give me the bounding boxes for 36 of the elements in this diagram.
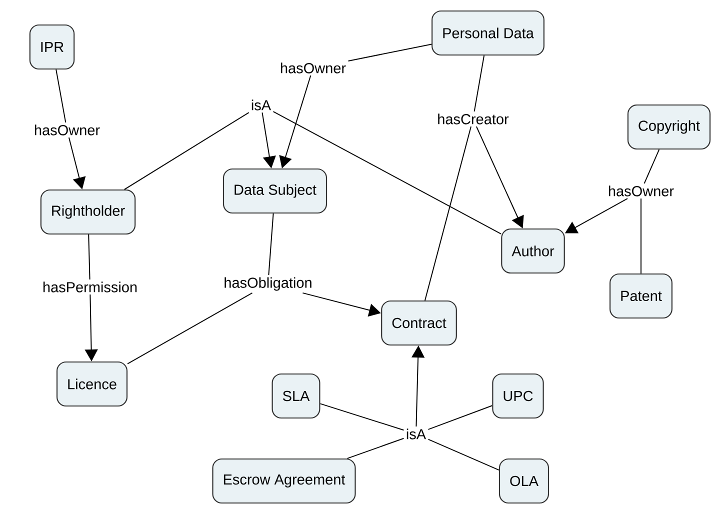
link-phrase: isA: [248, 98, 274, 112]
connector-line: [428, 438, 500, 471]
concept-box: Contract: [381, 300, 457, 346]
connector-line: [56, 69, 66, 123]
link-phrase: hasObligation: [222, 275, 314, 293]
concept-box: Copyright: [627, 104, 711, 150]
connector-line: [644, 149, 660, 184]
concept-box: OLA: [498, 458, 550, 504]
link-phrase: isA: [404, 426, 428, 442]
link-phrase: hasCreator: [435, 112, 511, 126]
link-phrase: hasPermission: [40, 280, 140, 294]
connector-line: [424, 126, 472, 301]
connector-line: [320, 403, 404, 431]
concept-box: Patent: [610, 273, 672, 319]
connector-line: [348, 44, 432, 62]
concept-box: Rightholder: [40, 189, 136, 235]
connector-line: [124, 112, 250, 190]
concept-box: UPC: [492, 373, 544, 419]
link-phrase: hasOwner: [606, 184, 676, 198]
connector-line: [268, 213, 274, 276]
connector-line: [127, 292, 253, 364]
connector-line: [640, 198, 642, 274]
connector-line: [272, 111, 502, 234]
concept-box: Data Subject: [222, 168, 328, 214]
concept-box: SLA: [272, 373, 320, 419]
concept-box: Personal Data: [432, 10, 544, 56]
connector-line: [474, 55, 485, 112]
concept-box: IPR: [29, 24, 75, 70]
link-phrase: hasOwner: [32, 122, 102, 138]
connector-line: [428, 405, 493, 430]
concept-box: Licence: [56, 361, 128, 407]
connector-line: [88, 234, 90, 280]
concept-box: Escrow Agreement: [212, 458, 356, 504]
link-phrase: hasOwner: [278, 60, 348, 76]
connector-line: [346, 438, 404, 459]
concept-box: Author: [501, 228, 565, 274]
